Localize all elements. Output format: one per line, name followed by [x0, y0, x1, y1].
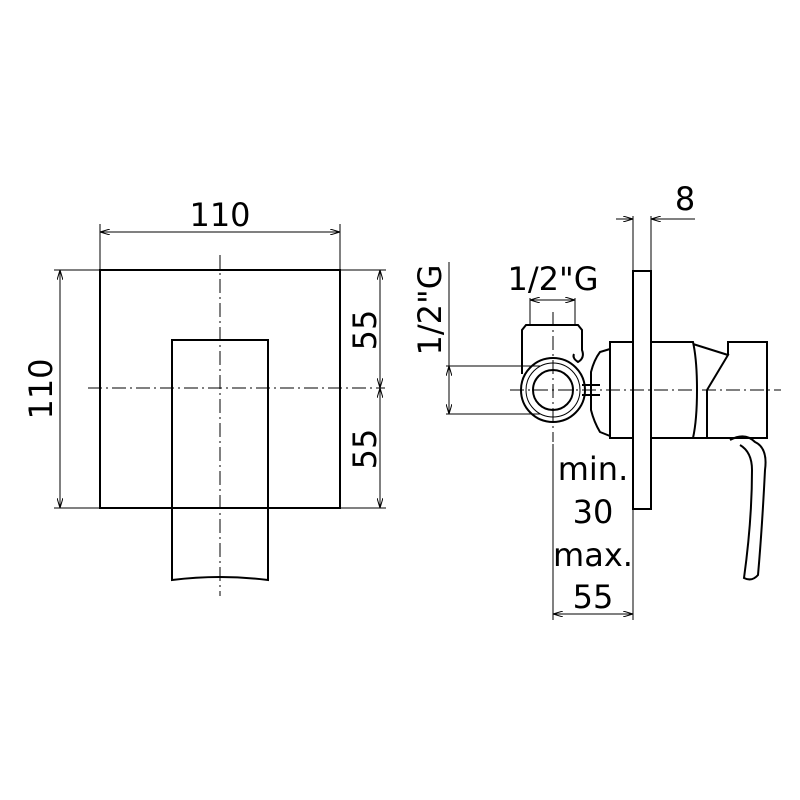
- valve-neck: [590, 348, 611, 437]
- upper-half-label: 55: [346, 310, 384, 351]
- width-label: 110: [189, 196, 250, 234]
- depth-min-value: 30: [573, 493, 614, 531]
- outlet-top-label: 1/2"G: [507, 260, 598, 298]
- lever: [729, 435, 767, 581]
- depth-max-label: max.: [553, 536, 633, 574]
- plate-thickness-label: 8: [675, 180, 695, 218]
- handle-outline: [171, 339, 269, 582]
- depth-min-label: min.: [558, 450, 629, 488]
- height-label: 110: [22, 358, 60, 419]
- depth-max-value: 55: [573, 578, 614, 616]
- lower-half-label: 55: [346, 429, 384, 470]
- handle-body: [692, 343, 730, 439]
- side-view: 8 1/2"G 1/2"G min. 30 max.: [411, 180, 781, 620]
- elbow-fitting: [521, 324, 584, 374]
- outlet-side-label: 1/2"G: [411, 264, 449, 355]
- front-view: 110 110 55 55: [22, 196, 386, 596]
